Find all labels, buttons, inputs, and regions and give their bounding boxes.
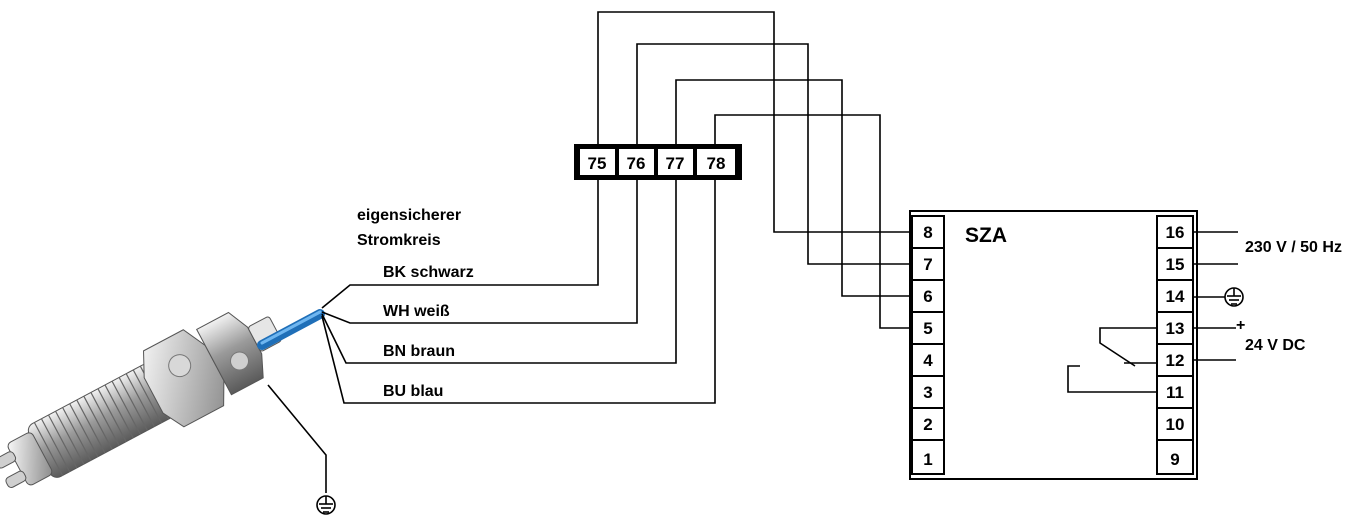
right-terminal-9: 9 bbox=[1170, 450, 1179, 469]
left-terminal-1: 1 bbox=[923, 450, 932, 469]
terminal-block: 75 76 77 78 bbox=[574, 144, 742, 180]
dc-plus-sign: + bbox=[1236, 317, 1245, 334]
left-terminal-3: 3 bbox=[923, 383, 932, 402]
left-terminal-2: 2 bbox=[923, 415, 932, 434]
supply-ac-label: 230 V / 50 Hz bbox=[1245, 239, 1342, 256]
right-terminal-13: 13 bbox=[1166, 319, 1185, 338]
device-name: SZA bbox=[965, 224, 1007, 247]
wire-label-wh: WH weiß bbox=[383, 303, 450, 320]
sza-device: SZA 8 7 6 5 4 3 2 1 bbox=[909, 210, 1198, 480]
wire-label-bk: BK schwarz bbox=[383, 264, 474, 281]
wire-bk bbox=[321, 11, 912, 309]
right-terminal-16: 16 bbox=[1166, 223, 1185, 242]
circuit-label-line1: eigensicherer bbox=[357, 207, 461, 224]
terminal-77: 77 bbox=[666, 154, 685, 173]
right-terminal-column: 16 15 14 13 12 11 10 9 bbox=[1156, 215, 1194, 475]
relay-contact-symbol bbox=[1067, 327, 1157, 393]
terminal-76: 76 bbox=[627, 154, 646, 173]
left-terminal-5: 5 bbox=[923, 319, 932, 338]
right-terminal-15: 15 bbox=[1166, 255, 1185, 274]
right-terminal-12: 12 bbox=[1166, 351, 1185, 370]
sensor-ground-wire bbox=[267, 384, 327, 493]
wire-label-bn: BN braun bbox=[383, 343, 455, 360]
right-terminal-14: 14 bbox=[1166, 287, 1185, 306]
left-terminal-4: 4 bbox=[923, 351, 933, 370]
circuit-label-line2: Stromkreis bbox=[357, 232, 441, 249]
wire-bu bbox=[321, 114, 912, 404]
left-terminal-6: 6 bbox=[923, 287, 932, 306]
supply-dc-label: 24 V DC bbox=[1245, 337, 1306, 354]
earth-ground-circle-icon bbox=[1224, 287, 1244, 307]
proximity-sensor-icon bbox=[0, 309, 325, 488]
wire-label-bu: BU blau bbox=[383, 383, 443, 400]
left-terminal-7: 7 bbox=[923, 255, 932, 274]
left-terminal-8: 8 bbox=[923, 223, 932, 242]
ground-icon bbox=[316, 495, 336, 515]
wire-wh bbox=[321, 43, 912, 324]
wire-bn bbox=[321, 79, 912, 364]
terminal-75: 75 bbox=[588, 154, 607, 173]
left-terminal-column: 8 7 6 5 4 3 2 1 bbox=[911, 215, 945, 475]
right-terminal-10: 10 bbox=[1166, 415, 1185, 434]
terminal-78: 78 bbox=[707, 154, 726, 173]
right-terminal-11: 11 bbox=[1166, 383, 1184, 402]
